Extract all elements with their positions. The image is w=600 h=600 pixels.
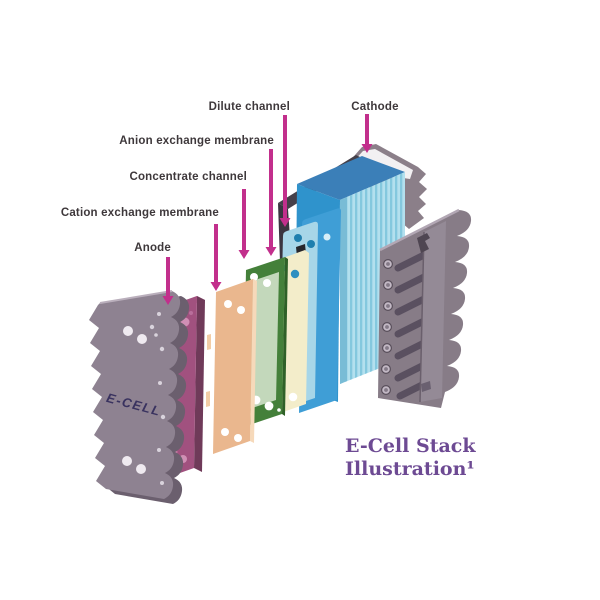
left-end-plate: E-CELL <box>89 290 190 504</box>
pointer-arrows <box>162 114 373 305</box>
membrane-tab <box>207 334 211 350</box>
cathode-plate-bolts <box>381 259 394 396</box>
membrane-hole <box>224 300 232 308</box>
frame-hole <box>246 262 250 266</box>
caption: E-Cell Stack Illustration¹ <box>345 435 476 480</box>
label-cation-exchange-membrane: Cation exchange membrane <box>61 207 219 219</box>
cathode-plate-highlight <box>379 208 460 252</box>
left-plate-highlight <box>99 290 173 304</box>
dilute-channel-arrow-icon <box>279 115 291 227</box>
frame-hole <box>250 273 258 281</box>
caption-line2: Illustration¹ <box>345 458 475 480</box>
label-dilute-channel: Dilute channel <box>209 101 290 113</box>
stack-face-shadow <box>340 197 347 384</box>
anode-side-face <box>194 296 205 472</box>
membrane-hole <box>237 306 245 314</box>
concentrate-channel-arrow-icon <box>238 189 250 259</box>
cathode-arrow-icon <box>361 114 373 153</box>
cation-exchange-membrane-sheet <box>206 279 257 454</box>
membrane-hole <box>221 428 229 436</box>
label-concentrate-channel: Concentrate channel <box>129 171 247 183</box>
caption-line1: E-Cell Stack <box>345 435 476 457</box>
plate-hole <box>294 234 302 242</box>
plate-hole <box>323 233 331 241</box>
cathode-panel-groove <box>419 231 425 403</box>
plate-hole <box>307 240 315 248</box>
left-plate-front-face <box>89 291 181 499</box>
cation-membrane-edge <box>250 279 257 443</box>
label-anion-exchange-membrane: Anion exchange membrane <box>119 135 274 147</box>
anode-arrow-icon <box>162 257 174 305</box>
membrane-hole <box>234 434 242 442</box>
label-anode: Anode <box>134 242 171 254</box>
cathode-plate-slot <box>417 233 430 253</box>
concentrate-frame-edge <box>282 257 288 416</box>
cathode-plate-panel <box>420 221 446 402</box>
cation-exchange-membrane-arrow-icon <box>210 224 222 291</box>
frame-hole <box>263 279 271 287</box>
cation-membrane-body <box>213 279 253 454</box>
cathode-end-plate <box>378 208 472 408</box>
membrane-hole <box>288 392 298 402</box>
frame-hole <box>277 408 281 412</box>
anion-exchange-membrane-arrow-icon <box>265 149 277 256</box>
membrane-tab <box>206 391 210 407</box>
frame-hole <box>264 401 274 411</box>
anode-hole <box>189 311 193 315</box>
stack-top-face <box>297 156 405 200</box>
component-labels: Dilute channel Cathode Anion exchange me… <box>61 101 399 254</box>
left-plate-holes <box>122 312 166 485</box>
cathode-plate-notch <box>421 381 431 392</box>
label-cathode: Cathode <box>351 101 398 113</box>
membrane-hole <box>290 269 300 279</box>
